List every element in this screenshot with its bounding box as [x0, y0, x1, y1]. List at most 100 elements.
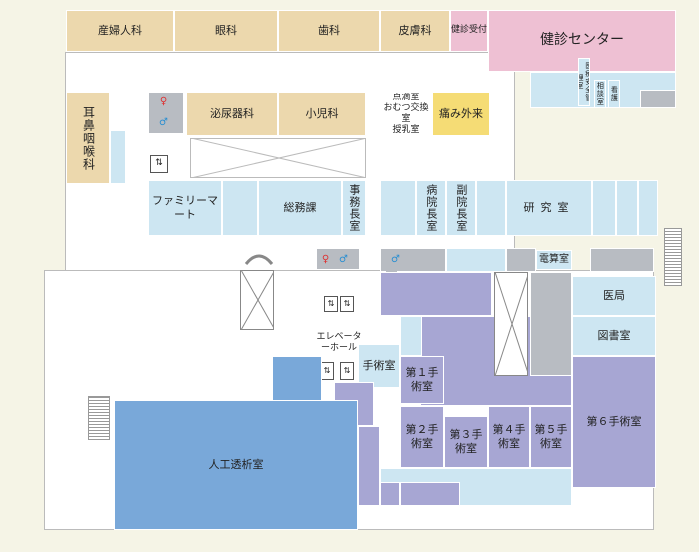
elevator-hall-1: ⇅: [320, 362, 334, 380]
office-director-label: 事務長室: [347, 184, 361, 232]
room-safety-mgmt[interactable]: 医療安全管理室: [578, 58, 590, 106]
or-3-label: 第３手術室: [449, 428, 483, 455]
surgery-shaft-x: [495, 273, 527, 375]
room-admin-b1: [380, 180, 416, 236]
ent-label: 耳鼻咽喉科: [81, 105, 96, 171]
elevator-shaft-left: [240, 270, 274, 330]
health-center-label: 健診センター: [540, 32, 624, 49]
diaper-room-label: おむつ交換室: [383, 102, 429, 124]
room-pediatrics[interactable]: 小児科: [278, 92, 366, 136]
or-2-label: 第２手術室: [405, 423, 439, 450]
library-label: 図書室: [597, 329, 631, 343]
hospital-director-label: 病院長室: [424, 184, 438, 232]
obgyn-label: 産婦人科: [98, 24, 142, 38]
room-dialysis[interactable]: 人工透析室: [114, 400, 358, 530]
utility-mid: [506, 248, 536, 272]
or-1-label: 第１手術室: [405, 366, 439, 393]
research-label: 研究室: [523, 201, 575, 215]
room-or-1[interactable]: 第１手術室: [400, 356, 444, 404]
dialysis-label: 人工透析室: [208, 458, 264, 472]
ent-side: [110, 130, 126, 184]
corridor-x-upper: [190, 138, 366, 178]
room-dental[interactable]: 歯科: [278, 10, 380, 52]
misc-a-label: 相談室: [596, 82, 605, 106]
dialysis-upper: [272, 356, 322, 402]
elevator-upper: ⇅: [150, 155, 168, 173]
corridor-mid: [446, 248, 506, 272]
room-dermatology[interactable]: 皮膚科: [380, 10, 450, 52]
dental-label: 歯科: [318, 24, 340, 38]
male-restroom-icon-2: ♂: [338, 252, 349, 266]
family-mart-label: ファミリーマート: [152, 194, 218, 221]
health-reception-label: 健診受付: [451, 25, 488, 36]
computer-label: 電算室: [539, 253, 569, 265]
surgery-shaft: [494, 272, 528, 376]
surgery-bottom-2: [400, 482, 460, 506]
operating-room-label: 手術室: [362, 359, 396, 373]
or-5-label: 第５手術室: [534, 423, 568, 450]
room-admin-b5: [638, 180, 658, 236]
elevator-hall-2: ⇅: [340, 362, 354, 380]
female-restroom-icon-2: ♀: [320, 252, 331, 266]
room-library[interactable]: 図書室: [572, 316, 656, 356]
pediatrics-label: 小児科: [305, 107, 339, 121]
room-health-reception[interactable]: 健診受付: [450, 10, 488, 52]
room-pain-clinic[interactable]: 痛み外来: [432, 92, 490, 136]
or-6-label: 第６手術室: [586, 415, 642, 429]
pain-clinic-label: 痛み外来: [439, 107, 483, 121]
nursing-room-label: 授乳室: [392, 125, 420, 136]
room-admin-spare: [222, 180, 258, 236]
elevator-hall-label: エレベーターホール: [316, 332, 362, 353]
room-research[interactable]: 研究室: [506, 180, 592, 236]
surgery-clean-corridor: [400, 316, 422, 356]
room-family-mart[interactable]: ファミリーマート: [148, 180, 222, 236]
utility-right: [590, 248, 654, 272]
health-utility: [640, 90, 676, 108]
shaft-x-lines: [241, 271, 273, 329]
surgery-left-lower: [358, 426, 380, 506]
treatment-room-label: 点滴室: [392, 92, 420, 102]
room-misc-b[interactable]: 看護: [608, 80, 620, 108]
room-urology[interactable]: 泌尿器科: [186, 92, 278, 136]
ophthalmology-label: 眼科: [215, 24, 237, 38]
room-misc-a[interactable]: 相談室: [594, 80, 606, 108]
general-affairs-label: 総務課: [283, 201, 317, 215]
room-hospital-director[interactable]: 病院長室: [416, 180, 446, 236]
vice-director-label: 副院長室: [454, 184, 468, 232]
room-admin-b4: [616, 180, 638, 236]
room-treatment-block[interactable]: 点滴室 おむつ交換室 授乳室: [380, 92, 432, 136]
room-computer[interactable]: 電算室: [536, 250, 572, 270]
female-restroom-icon: ♀: [158, 94, 169, 108]
room-or-2[interactable]: 第２手術室: [400, 406, 444, 468]
surgery-utility: [530, 272, 572, 376]
room-medical-office[interactable]: 医局: [572, 276, 656, 316]
room-or-3[interactable]: 第３手術室: [444, 416, 488, 468]
room-office-director[interactable]: 事務長室: [342, 180, 366, 236]
door-arc-icon: [244, 254, 274, 265]
room-obgyn[interactable]: 産婦人科: [66, 10, 174, 52]
room-or-6[interactable]: 第６手術室: [572, 356, 656, 488]
room-operating[interactable]: 手術室: [358, 344, 400, 388]
room-vice-director[interactable]: 副院長室: [446, 180, 476, 236]
elevator-mid-2: ⇅: [340, 296, 354, 312]
room-or-5[interactable]: 第５手術室: [530, 406, 572, 468]
or-4-label: 第４手術室: [492, 423, 526, 450]
room-admin-b3: [592, 180, 616, 236]
male-restroom-icon-3: ♂: [390, 252, 401, 266]
urology-label: 泌尿器科: [210, 107, 254, 121]
stairs-right: [664, 228, 682, 286]
misc-b-label: 看護: [610, 86, 619, 102]
male-restroom-icon: ♂: [158, 115, 169, 129]
room-ent[interactable]: 耳鼻咽喉科: [66, 92, 110, 184]
safety-mgmt-label: 医療安全管理室: [578, 62, 590, 102]
room-ophthalmology[interactable]: 眼科: [174, 10, 278, 52]
dermatology-label: 皮膚科: [398, 24, 432, 38]
room-or-4[interactable]: 第４手術室: [488, 406, 530, 468]
room-admin-b2: [476, 180, 506, 236]
surgery-corridor-top: [380, 272, 492, 316]
surgery-bottom-1: [380, 482, 400, 506]
medical-office-label: 医局: [603, 289, 625, 303]
room-general-affairs[interactable]: 総務課: [258, 180, 342, 236]
elevator-mid-1: ⇅: [324, 296, 338, 312]
